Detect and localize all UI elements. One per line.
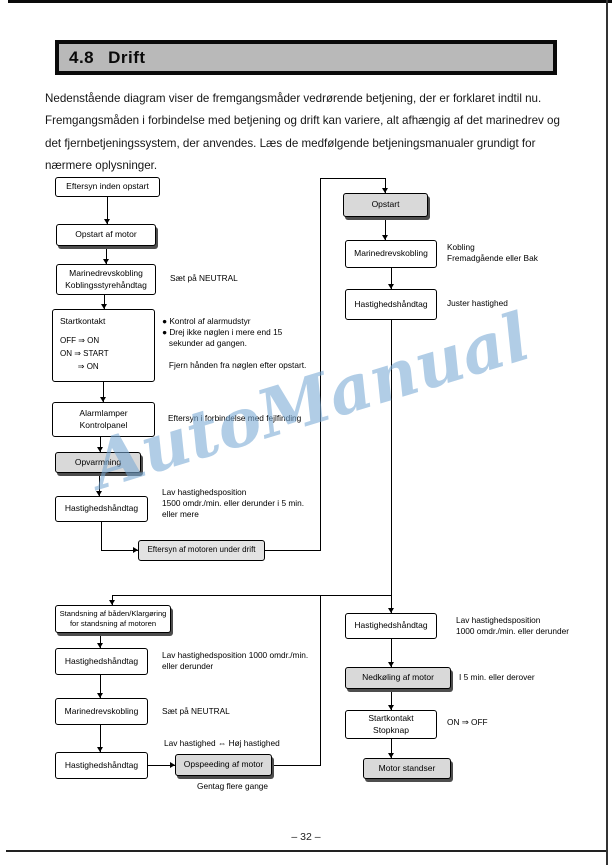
note-racing-range: Lav hastighed ⇔ Høj hastighed <box>164 738 280 748</box>
connector-line <box>385 217 386 240</box>
connector-line <box>320 595 321 765</box>
connector-line <box>99 473 100 496</box>
arrowhead-down <box>97 643 103 648</box>
connector-line <box>106 246 107 265</box>
note-low-speed-1500: Lav hastighedsposition 1500 omdr./min. e… <box>162 487 305 520</box>
connector-line <box>391 268 392 289</box>
flow-box-cruise-start: Opstart <box>343 193 428 217</box>
connector-line <box>107 197 108 224</box>
note-alarm-lamps: Eftersyn i forbindelse med fejlfinding <box>168 413 302 423</box>
arrowhead-down <box>388 608 394 613</box>
flow-box-prepare-stop: Standsning af båden/Klargøring for stand… <box>55 605 171 633</box>
note-start-switch: ● Kontrol af alarmudstyr ● Drej ikke nøg… <box>162 316 307 371</box>
note-low-speed-1000-right: Lav hastighedsposition 1000 omdr./min. e… <box>456 615 569 637</box>
note-cruise-clutch: Kobling Fremadgående eller Bak <box>447 242 538 264</box>
connector-line <box>391 738 392 758</box>
connector-line <box>320 178 386 179</box>
note-low-speed-1000-left: Lav hastighedsposition 1000 omdr./min. e… <box>162 650 309 672</box>
arrowhead-down <box>100 397 106 402</box>
section-number: 4.8 <box>69 47 95 67</box>
flow-box-clutch-lever: Marinedrevskobling Koblingsstyrehåndtag <box>56 264 156 295</box>
arrowhead-down <box>97 447 103 452</box>
arrowhead-down <box>104 219 110 224</box>
note-clutch-neutral: Sæt på NEUTRAL <box>170 273 238 283</box>
arrowhead-down <box>388 753 394 758</box>
flow-box-stop-speed-lever-2: Hastighedshåndtag <box>55 752 148 779</box>
arrowhead-right <box>170 762 175 768</box>
flow-box-cruise-speed-lever: Hastighedshåndtag <box>345 289 437 320</box>
connector-line <box>100 725 101 752</box>
section-header-panel: 4.8 Drift <box>59 44 553 71</box>
flow-box-racing: Opspeeding af motor <box>175 754 272 776</box>
connector-line <box>101 550 138 551</box>
note-switch-off: ON ⇒ OFF <box>447 717 488 727</box>
start-switch-title: Startkontakt <box>60 316 106 326</box>
flow-box-cooling: Nedkøling af motor <box>345 667 451 689</box>
connector-line <box>112 595 392 596</box>
connector-line <box>385 178 386 193</box>
connector-line <box>265 550 321 551</box>
flow-box-warm-up: Opvarmning <box>55 452 141 473</box>
flow-box-alarm-lamps: Alarmlamper Kontrolpanel <box>52 402 155 437</box>
flow-box-stop-clutch: Marinedrevskobling <box>55 698 148 725</box>
scan-artifact-right <box>606 0 608 865</box>
scan-artifact-top <box>8 0 612 3</box>
intro-paragraph: Nedenstående diagram viser de fremgangsm… <box>45 92 560 172</box>
arrowhead-right <box>133 547 138 553</box>
flow-box-cruise-clutch: Marinedrevskobling <box>345 240 437 268</box>
arrowhead-down <box>382 235 388 240</box>
arrowhead-down <box>103 259 109 264</box>
arrowhead-down <box>388 705 394 710</box>
connector-line <box>104 295 105 309</box>
connector-line <box>391 639 392 667</box>
connector-line <box>101 522 102 551</box>
page-number: – 32 – <box>291 831 321 843</box>
connector-line <box>100 675 101 698</box>
flow-box-cool-speed-lever: Hastighedshåndtag <box>345 613 437 639</box>
flow-box-engine-stops: Motor standser <box>363 758 451 779</box>
arrowhead-down <box>388 284 394 289</box>
flow-box-speed-lever-1: Hastighedshåndtag <box>55 496 148 522</box>
flow-box-inspection-before-start: Eftersyn inden opstart <box>55 177 160 197</box>
arrowhead-down <box>109 600 115 605</box>
arrowhead-down <box>97 693 103 698</box>
scan-artifact-bottom <box>6 850 606 852</box>
note-cooling-time: I 5 min. eller derover <box>459 672 535 682</box>
note-repeat: Gentag flere gange <box>197 781 269 791</box>
flow-box-stop-switch: Startkontakt Stopknap <box>345 710 437 739</box>
connector-line <box>148 765 175 766</box>
connector-line <box>391 320 392 613</box>
arrowhead-down <box>388 662 394 667</box>
section-header: 4.8 Drift <box>55 40 557 75</box>
arrowhead-down <box>382 188 388 193</box>
note-adjust-speed: Juster hastighed <box>447 298 508 308</box>
arrowhead-down <box>101 304 107 309</box>
arrowhead-down <box>97 747 103 752</box>
start-switch-sequence: OFF ⇒ ON ON ⇒ START ⇒ ON <box>60 336 109 372</box>
flow-box-engine-start: Opstart af motor <box>56 224 156 246</box>
page-title: Drift <box>108 47 146 67</box>
connector-line <box>100 633 101 648</box>
connector-line <box>391 689 392 710</box>
flow-box-inspection-during-operation: Eftersyn af motoren under drift <box>138 540 265 561</box>
flow-box-stop-speed-lever-1: Hastighedshåndtag <box>55 648 148 675</box>
arrowhead-down <box>96 491 102 496</box>
connector-line <box>100 437 101 452</box>
flow-box-start-switch: Startkontakt OFF ⇒ ON ON ⇒ START ⇒ ON <box>52 309 155 382</box>
connector-line <box>320 178 321 551</box>
note-stop-clutch-neutral: Sæt på NEUTRAL <box>162 706 230 716</box>
connector-line <box>103 382 104 402</box>
connector-line <box>272 765 321 766</box>
